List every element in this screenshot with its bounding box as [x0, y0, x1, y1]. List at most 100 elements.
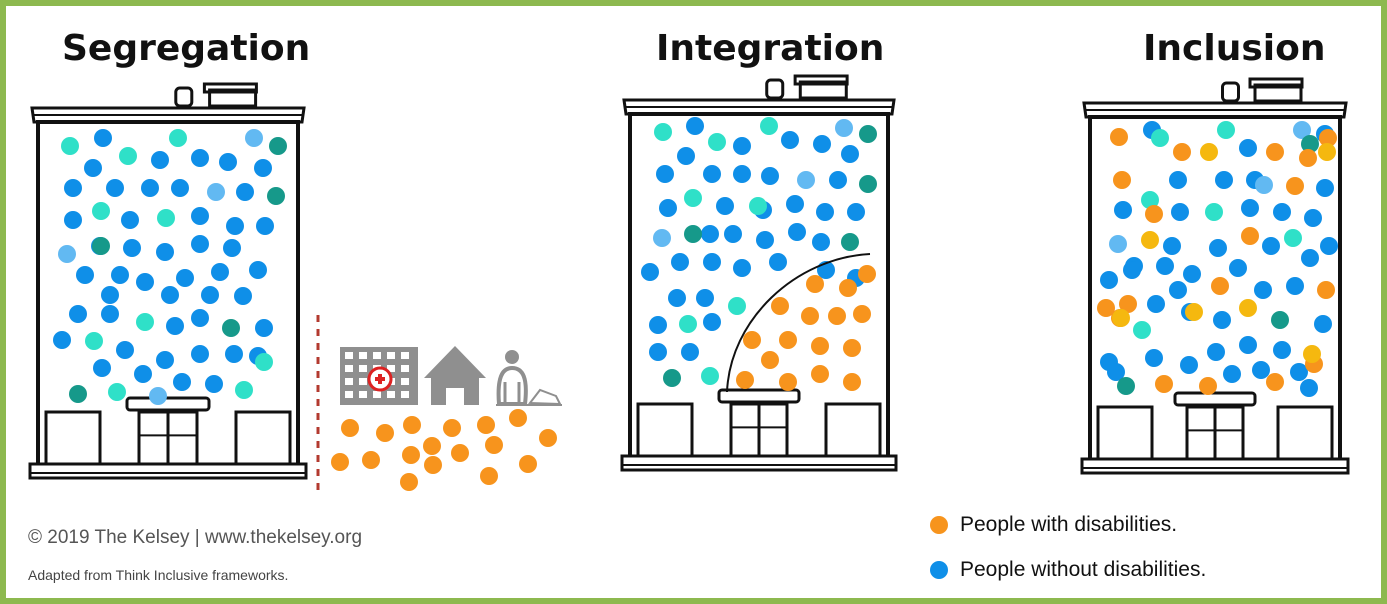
person-without-disability-dot: [786, 195, 804, 213]
person-with-disability-dot: [801, 307, 819, 325]
person-without-disability-dot: [1254, 281, 1272, 299]
person-without-disability-dot: [191, 149, 209, 167]
person-without-disability-dot: [136, 273, 154, 291]
person-without-disability-dot: [656, 165, 674, 183]
person-with-disability-dot: [1145, 205, 1163, 223]
person-without-disability-dot: [1156, 257, 1174, 275]
person-with-disability-dot: [1173, 143, 1191, 161]
window-left: [1096, 405, 1154, 461]
legend-item-without-disabilities: People without disabilities.: [930, 555, 1206, 585]
cross-v: [378, 374, 382, 384]
person-without-disability-dot: [119, 147, 137, 165]
person-without-disability-dot: [176, 269, 194, 287]
person-with-disability-dot: [403, 416, 421, 434]
person-without-disability-dot: [1163, 237, 1181, 255]
person-without-disability-dot: [58, 245, 76, 263]
person-without-disability-dot: [733, 137, 751, 155]
people-dots-layer: [53, 117, 1338, 491]
person-without-disability-dot: [733, 259, 751, 277]
person-without-disability-dot: [156, 243, 174, 261]
hospital-window: [401, 378, 409, 385]
person-without-disability-dot: [169, 129, 187, 147]
person-without-disability-dot: [64, 179, 82, 197]
person-with-disability-dot: [806, 275, 824, 293]
person-without-disability-dot: [1229, 259, 1247, 277]
person-without-disability-dot: [1151, 129, 1169, 147]
person-without-disability-dot: [161, 286, 179, 304]
hospital-window: [345, 352, 353, 359]
person-without-disability-dot: [173, 373, 191, 391]
person-without-disability-dot: [191, 345, 209, 363]
person-without-disability-dot: [226, 217, 244, 235]
person-without-disability-dot: [812, 233, 830, 251]
person-without-disability-dot: [123, 239, 141, 257]
person-without-disability-dot: [679, 315, 697, 333]
person-with-disability-dot: [779, 331, 797, 349]
person-with-disability-dot: [1299, 149, 1317, 167]
person-without-disability-dot: [835, 119, 853, 137]
person-with-disability-dot: [839, 279, 857, 297]
person-with-disability-dot: [477, 416, 495, 434]
person-without-disability-dot: [641, 263, 659, 281]
person-without-disability-dot: [191, 235, 209, 253]
person-with-disability-dot: [1318, 143, 1336, 161]
person-without-disability-dot: [94, 129, 112, 147]
person-with-disability-dot: [451, 444, 469, 462]
person-legs: [503, 382, 521, 404]
title-integration: Integration: [656, 28, 885, 69]
person-with-disability-dot: [761, 351, 779, 369]
person-without-disability-dot: [708, 133, 726, 151]
person-head: [505, 350, 519, 364]
hospital-window: [401, 352, 409, 359]
person-without-disability-dot: [157, 209, 175, 227]
person-without-disability-dot: [1301, 249, 1319, 267]
person-without-disability-dot: [1223, 365, 1241, 383]
person-without-disability-dot: [64, 211, 82, 229]
window-left: [636, 402, 694, 458]
window-right: [234, 410, 292, 466]
integration-divider-arc: [726, 253, 871, 393]
buildings-layer: [28, 74, 1350, 480]
person-without-disability-dot: [769, 253, 787, 271]
person-with-disability-dot: [1211, 277, 1229, 295]
person-without-disability-dot: [211, 263, 229, 281]
person-without-disability-dot: [223, 239, 241, 257]
person-without-disability-dot: [111, 266, 129, 284]
person-without-disability-dot: [1141, 191, 1159, 209]
hospital-window: [359, 365, 367, 372]
person-without-disability-dot: [654, 123, 672, 141]
person-without-disability-dot: [703, 253, 721, 271]
person-without-disability-dot: [1239, 139, 1257, 157]
person-without-disability-dot: [841, 145, 859, 163]
hospital-window: [401, 365, 409, 372]
hospital-window: [373, 391, 381, 398]
person-without-disability-dot: [781, 131, 799, 149]
person-without-disability-dot: [245, 129, 263, 147]
person-without-disability-dot: [156, 351, 174, 369]
base-strip: [620, 454, 898, 472]
person-without-disability-dot: [234, 287, 252, 305]
person-without-disability-dot: [760, 117, 778, 135]
person-without-disability-dot: [1114, 201, 1132, 219]
person-without-disability-dot: [254, 159, 272, 177]
person-with-disability-dot: [858, 265, 876, 283]
hospital-window: [373, 352, 381, 359]
legend-label: People without disabilities.: [960, 558, 1207, 581]
door-awning: [717, 388, 801, 404]
person-without-disability-dot: [1209, 239, 1227, 257]
person-with-disability-dot: [1317, 281, 1335, 299]
person-without-disability-dot: [1123, 261, 1141, 279]
person-without-disability-dot: [249, 261, 267, 279]
person-without-disability-dot: [171, 179, 189, 197]
person-without-disability-dot: [703, 165, 721, 183]
person-without-disability-dot: [205, 375, 223, 393]
person-without-disability-dot: [1252, 361, 1270, 379]
person-without-disability-dot: [1117, 377, 1135, 395]
person-with-disability-dot: [771, 297, 789, 315]
person-without-disability-dot: [201, 286, 219, 304]
person-without-disability-dot: [1145, 349, 1163, 367]
person-without-disability-dot: [1314, 315, 1332, 333]
person-without-disability-dot: [829, 171, 847, 189]
person-without-disability-dot: [701, 225, 719, 243]
